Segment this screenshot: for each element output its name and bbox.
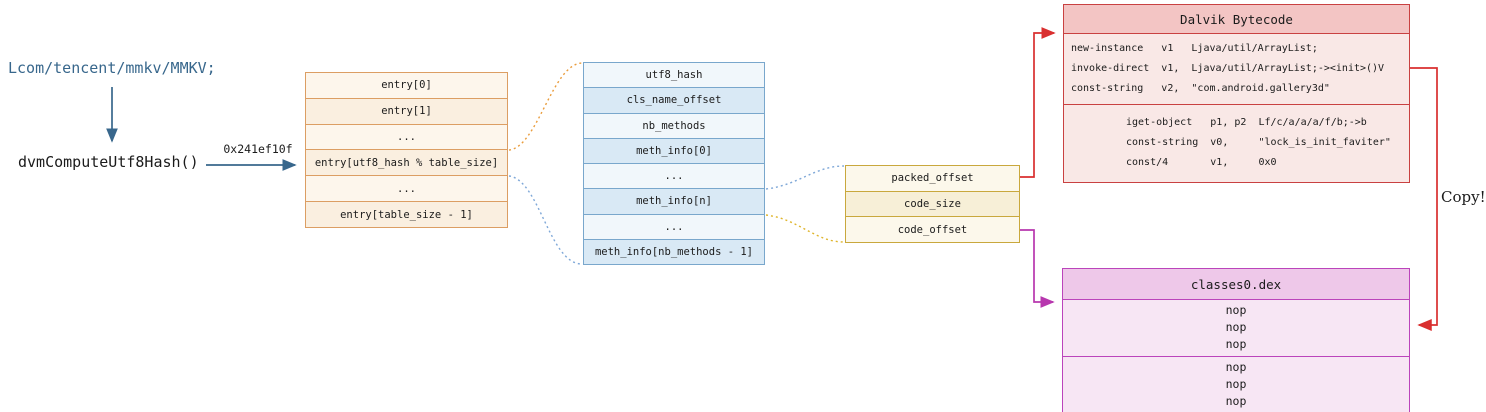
- hash-entry-table: entry[0] entry[1] ... entry[utf8_hash % …: [305, 72, 508, 228]
- connector-entry-to-class-bottom: [508, 175, 583, 265]
- arrow-code-offset-to-dex: [1020, 229, 1055, 308]
- connector-methinfo-to-method-top: [765, 165, 845, 190]
- table-row: meth_info[nb_methods - 1]: [584, 238, 764, 264]
- table-row: entry[1]: [306, 97, 507, 124]
- copy-label: Copy!: [1441, 188, 1486, 206]
- hash-function-text: dvmComputeUtf8Hash(): [18, 153, 199, 171]
- table-row-code-size: code_size: [846, 190, 1019, 217]
- method-info-table: packed_offset code_size code_offset: [845, 165, 1020, 243]
- code-line: const-string v0, "lock_is_init_faviter": [1126, 137, 1391, 148]
- dex-nop-block-1: nop nop nop: [1063, 300, 1409, 356]
- table-row: entry[table_size - 1]: [306, 201, 507, 227]
- table-row: ...: [306, 175, 507, 202]
- arrow-packed-offset-to-dalvik: [1020, 27, 1056, 178]
- table-row: meth_info[0]: [584, 137, 764, 163]
- table-row-selected-entry: entry[utf8_hash % table_size]: [306, 149, 507, 176]
- nop-line: nop: [1225, 360, 1247, 374]
- dex-nop-block-2: nop nop nop: [1063, 356, 1409, 412]
- table-row: ...: [306, 123, 507, 150]
- hash-value-label: 0x241ef10f: [223, 142, 293, 156]
- dalvik-code-block-1: new-instance v1 Ljava/util/ArrayList; in…: [1064, 34, 1409, 104]
- nop-line: nop: [1225, 337, 1247, 351]
- table-row: ...: [584, 163, 764, 189]
- table-row: entry[0]: [306, 73, 507, 98]
- connector-methinfo-to-method-bottom: [765, 214, 845, 243]
- dalvik-code-block-2: iget-object p1, p2 Lf/c/a/a/a/f/b;->b co…: [1064, 104, 1409, 182]
- table-row-meth-info-n: meth_info[n]: [584, 188, 764, 214]
- dex-file-box: classes0.dex nop nop nop nop nop nop: [1062, 268, 1410, 412]
- nop-line: nop: [1225, 320, 1247, 334]
- dex-file-title: classes0.dex: [1063, 269, 1409, 300]
- dalvik-bytecode-title: Dalvik Bytecode: [1064, 5, 1409, 34]
- code-line: const-string v2, "com.android.gallery3d": [1071, 83, 1330, 94]
- class-info-table: utf8_hash cls_name_offset nb_methods met…: [583, 62, 765, 265]
- connector-entry-to-class-top: [508, 62, 583, 151]
- code-line: const/4 v1, 0x0: [1126, 157, 1277, 168]
- table-row: ...: [584, 213, 764, 239]
- table-row-packed-offset: packed_offset: [846, 166, 1019, 191]
- code-line: new-instance v1 Ljava/util/ArrayList;: [1071, 43, 1318, 54]
- table-row-code-offset: code_offset: [846, 216, 1019, 243]
- table-row: nb_methods: [584, 112, 764, 138]
- nop-line: nop: [1225, 303, 1247, 317]
- arrow-copy-dalvik-to-dex: [1410, 67, 1438, 331]
- code-line: iget-object p1, p2 Lf/c/a/a/a/f/b;->b: [1126, 117, 1367, 128]
- code-line: invoke-direct v1, Ljava/util/ArrayList;-…: [1071, 63, 1385, 74]
- class-name-text: Lcom/tencent/mmkv/MMKV;: [8, 59, 216, 77]
- nop-line: nop: [1225, 394, 1247, 408]
- table-row: cls_name_offset: [584, 87, 764, 113]
- table-row: utf8_hash: [584, 63, 764, 88]
- dalvik-bytecode-box: Dalvik Bytecode new-instance v1 Ljava/ut…: [1063, 4, 1410, 183]
- nop-line: nop: [1225, 377, 1247, 391]
